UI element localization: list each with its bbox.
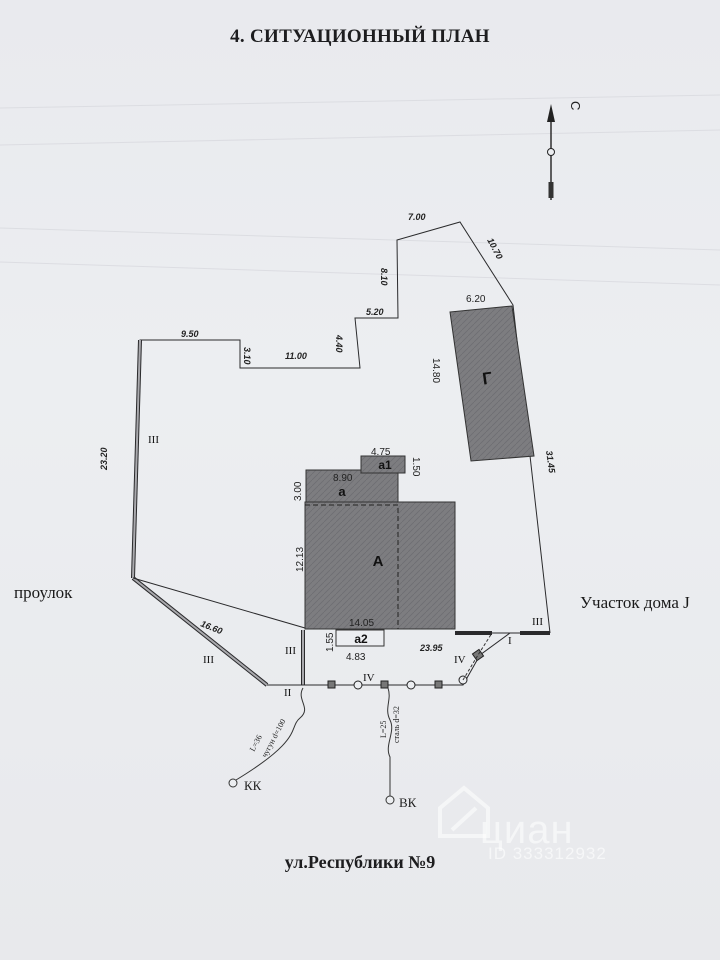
street-label: ул.Республики №9 xyxy=(284,852,436,872)
dim-step3: 4.40 xyxy=(334,334,344,353)
water-spec: L=25 xyxy=(379,721,388,738)
left-label: проулок xyxy=(14,583,73,602)
lot-boundary xyxy=(132,221,551,634)
cian-watermark-icon xyxy=(438,785,490,838)
annex2-label: а2 xyxy=(354,632,368,646)
main-inner-line xyxy=(305,504,399,629)
building-porch xyxy=(305,469,399,503)
fence-left xyxy=(131,339,142,579)
dim-a1-w: 4.75 xyxy=(371,447,391,458)
dim-porch-h: 3.00 xyxy=(293,481,304,501)
front-posts xyxy=(327,648,485,690)
water-line xyxy=(387,687,393,796)
building-annex1 xyxy=(360,455,406,474)
page-title: 4. СИТУАЦИОННЫЙ ПЛАН xyxy=(230,26,490,47)
dim-main-w: 14.05 xyxy=(349,618,374,629)
dim-garage-w: 6.20 xyxy=(466,294,486,305)
dim-step6: 7.00 xyxy=(408,212,426,222)
water-well-icon xyxy=(385,795,395,805)
dim-porch-w: 8.90 xyxy=(333,473,353,484)
fence-type-post: II xyxy=(284,687,292,699)
dim-step4: 5.20 xyxy=(366,307,384,317)
fence-diagonal xyxy=(131,576,269,687)
dim-step2: 11.00 xyxy=(285,351,307,361)
right-label: Участок дома J xyxy=(580,593,690,612)
dim-garage-l: 14.80 xyxy=(430,358,441,383)
sewer-material: чугун d=100 xyxy=(260,718,288,759)
porch-label: а xyxy=(338,484,346,499)
fence-type-front: IV xyxy=(363,672,375,684)
dim-step5: 8.10 xyxy=(379,268,389,286)
dim-main-h: 12.13 xyxy=(295,547,306,572)
fence-type-gate: IV xyxy=(454,654,466,666)
sewer-label: КК xyxy=(244,778,262,793)
dim-top-left: 9.50 xyxy=(181,329,199,339)
dim-step1: 3.10 xyxy=(242,347,252,365)
fence-type-end: I xyxy=(508,635,512,647)
fence-type-right: III xyxy=(532,616,543,628)
watermark-id: ID 333312932 xyxy=(488,844,607,863)
diagonal-line xyxy=(132,577,306,629)
fence-type-left: III xyxy=(148,434,159,446)
main-label: А xyxy=(373,553,384,570)
sewer-line xyxy=(235,687,306,781)
sewer-well-icon xyxy=(228,778,238,788)
annex1-label: а1 xyxy=(378,458,392,472)
building-garage xyxy=(449,305,535,462)
building-annex2 xyxy=(335,629,385,647)
dim-a1-h: 1.50 xyxy=(410,457,421,477)
fence-type-diag: III xyxy=(203,654,214,666)
right-utility-line xyxy=(462,632,493,681)
fence-type-inner: III xyxy=(285,645,296,657)
building-main xyxy=(304,501,456,630)
water-label: ВК xyxy=(399,795,417,810)
dim-front-right: 23.95 xyxy=(419,643,444,653)
dim-a2-h: 1.55 xyxy=(325,632,336,652)
background-lines xyxy=(0,94,720,286)
watermark-brand: циан xyxy=(480,808,574,852)
dim-diag-right: 10.70 xyxy=(485,236,504,261)
dim-a2-w: 4.83 xyxy=(346,652,366,663)
dim-right-side: 31.45 xyxy=(544,450,557,475)
dim-left-side: 23.20 xyxy=(99,447,109,471)
water-material: сталь d=32 xyxy=(392,706,401,743)
north-arrow-icon xyxy=(547,104,555,200)
north-label: С xyxy=(568,101,583,110)
garage-label: Г xyxy=(481,368,494,388)
